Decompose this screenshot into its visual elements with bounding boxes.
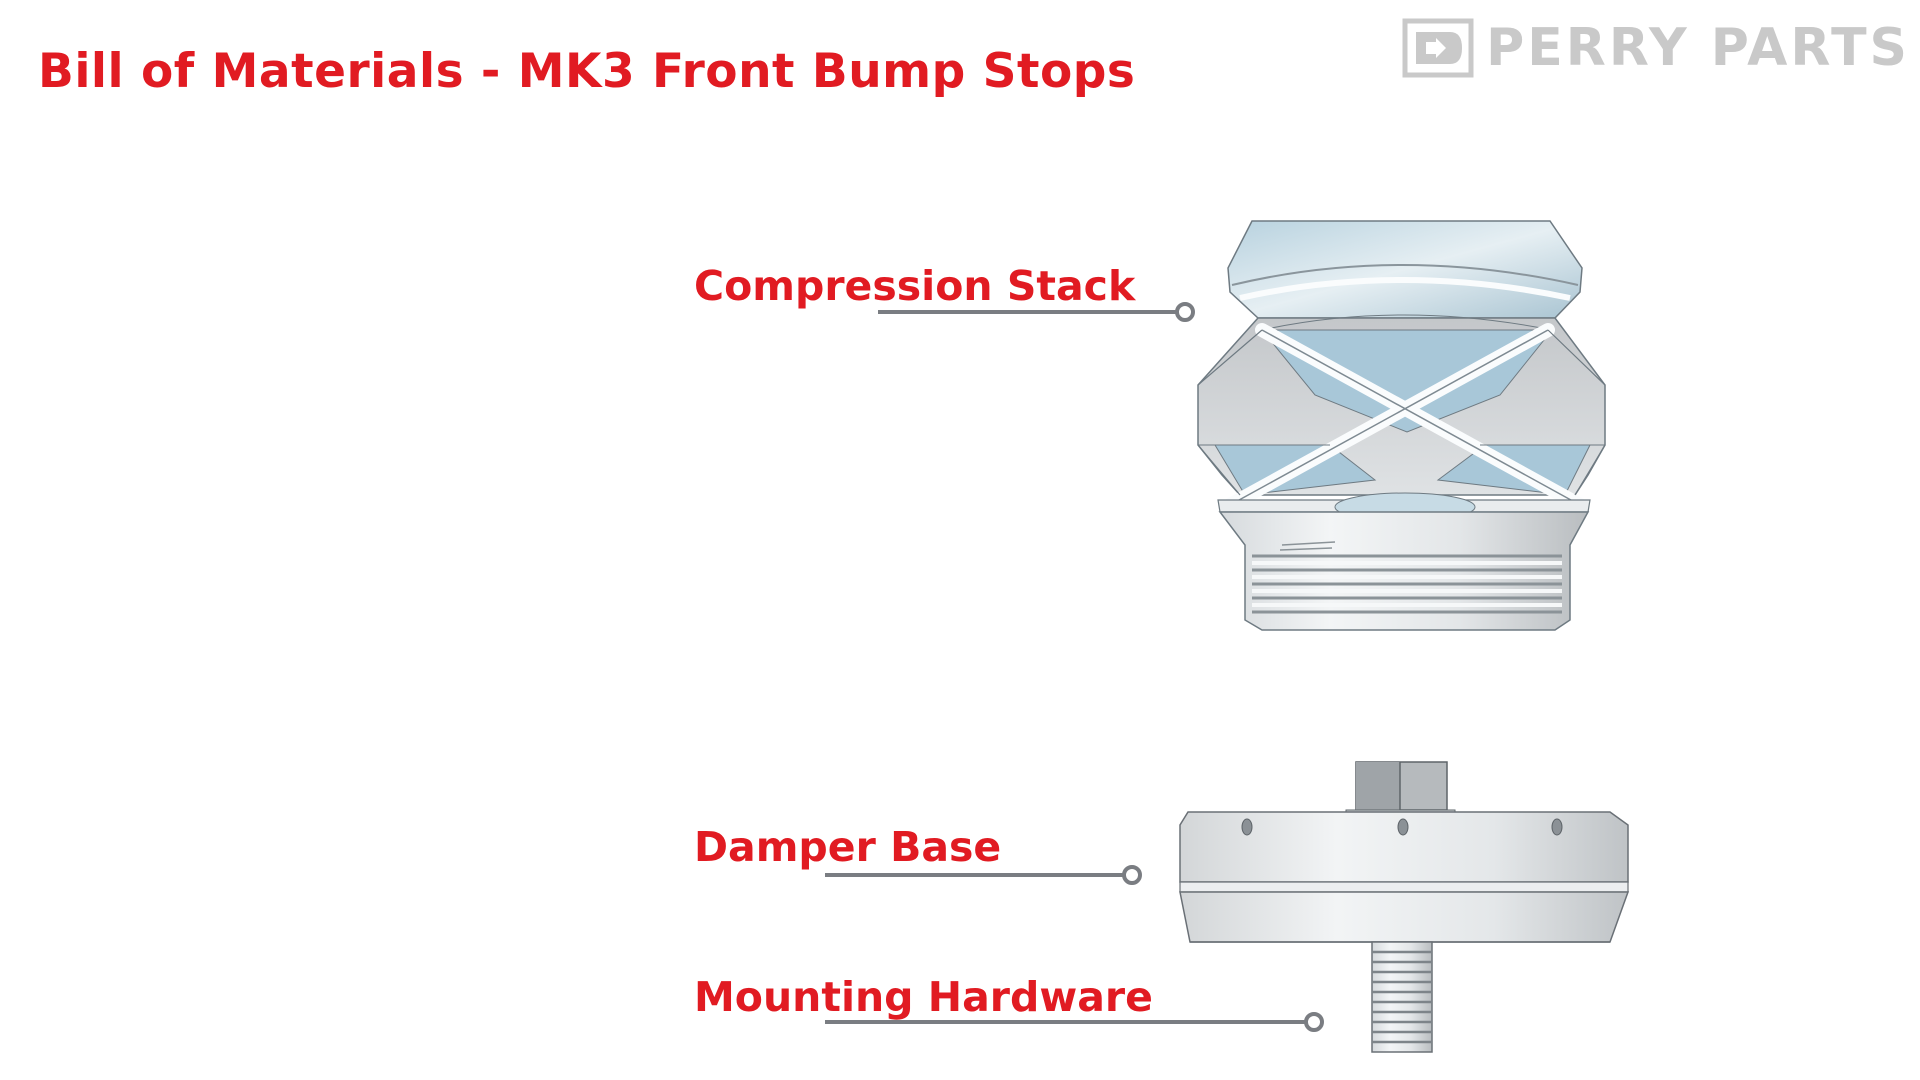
leader-line-mounting-hardware	[825, 1012, 1324, 1032]
mounting-hardware-part	[1371, 941, 1433, 1053]
leader-line-compression-stack	[878, 302, 1195, 322]
compression-stack-part	[1197, 220, 1606, 631]
label-damper-base: Damper Base	[694, 823, 1002, 871]
damper-base-part	[1179, 761, 1630, 943]
label-mounting-hardware: Mounting Hardware	[694, 973, 1153, 1021]
brand-name: PERRY PARTS	[1486, 18, 1910, 78]
label-compression-stack: Compression Stack	[694, 262, 1136, 310]
page-title: Bill of Materials - MK3 Front Bump Stops	[38, 44, 1136, 99]
perry-parts-logo-icon	[1402, 18, 1474, 78]
brand-logo: PERRY PARTS	[1402, 18, 1910, 78]
leader-line-damper-base	[825, 865, 1142, 885]
